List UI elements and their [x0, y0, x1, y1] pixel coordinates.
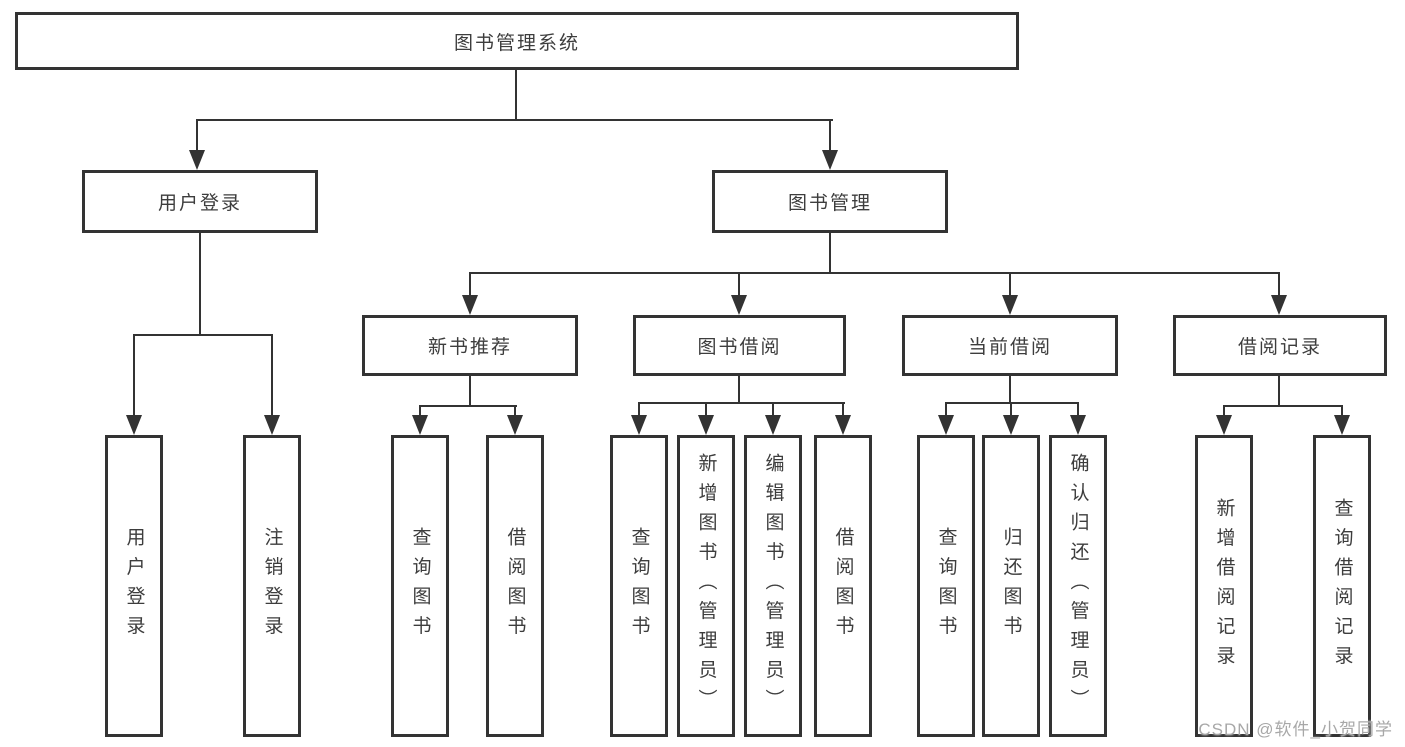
node-user-login: 用户登录 — [82, 170, 318, 233]
connector-line — [772, 402, 774, 416]
node-leaf-query-book-recommend: 查询图书 — [391, 435, 449, 737]
node-leaf-query-book-recommend-label: 查询图书 — [409, 527, 431, 645]
connector-line — [1010, 402, 1012, 416]
node-leaf-query-book-borrowing-label: 查询图书 — [628, 527, 650, 645]
connector-line — [1223, 405, 1225, 417]
connector-line — [199, 233, 201, 335]
connector-line — [133, 334, 273, 336]
arrow-down-icon — [126, 415, 142, 435]
connector-line — [945, 402, 947, 416]
connector-line — [638, 402, 845, 404]
connector-line — [133, 334, 135, 416]
node-leaf-add-book-admin: 新增图书（管理员） — [677, 435, 735, 737]
connector-line — [829, 119, 831, 151]
node-leaf-confirm-return-admin: 确认归还（管理员） — [1049, 435, 1107, 737]
node-leaf-return-book-label: 归还图书 — [1000, 527, 1022, 645]
connector-line — [1278, 376, 1280, 407]
connector-line — [469, 376, 471, 407]
connector-line — [1077, 402, 1079, 416]
node-new-book-recommend-label: 新书推荐 — [427, 337, 512, 358]
arrow-down-icon — [765, 415, 781, 435]
node-leaf-user-login: 用户登录 — [105, 435, 163, 737]
connector-line — [842, 402, 844, 416]
arrow-down-icon — [264, 415, 280, 435]
node-leaf-borrow-book-recommend: 借阅图书 — [486, 435, 544, 737]
node-root-label: 图书管理系统 — [453, 32, 580, 54]
connector-line — [514, 405, 516, 417]
node-leaf-query-borrow-record-label: 查询借阅记录 — [1331, 497, 1353, 675]
connector-line — [945, 402, 1079, 404]
arrow-down-icon — [698, 415, 714, 435]
node-leaf-query-book-borrowing: 查询图书 — [610, 435, 668, 737]
node-leaf-user-login-label: 用户登录 — [123, 527, 145, 645]
connector-line — [738, 272, 740, 297]
node-book-management-label: 图书管理 — [787, 193, 872, 214]
connector-line — [196, 119, 198, 151]
arrow-down-icon — [189, 150, 205, 170]
connector-line — [1341, 405, 1343, 417]
node-leaf-add-book-admin-label: 新增图书（管理员） — [695, 453, 717, 719]
arrow-down-icon — [1271, 295, 1287, 315]
connector-line — [419, 405, 517, 407]
connector-line — [1278, 272, 1280, 297]
connector-line — [469, 272, 1280, 274]
node-leaf-add-borrow-record: 新增借阅记录 — [1195, 435, 1253, 737]
node-book-borrowing: 图书借阅 — [633, 315, 846, 376]
node-book-borrowing-label: 图书借阅 — [697, 337, 782, 358]
arrow-down-icon — [731, 295, 747, 315]
connector-line — [469, 272, 471, 297]
node-borrow-records: 借阅记录 — [1173, 315, 1387, 376]
connector-line — [1223, 405, 1343, 407]
node-leaf-logout-label: 注销登录 — [261, 527, 283, 645]
arrow-down-icon — [1070, 415, 1086, 435]
arrow-down-icon — [938, 415, 954, 435]
node-leaf-edit-book-admin: 编辑图书（管理员） — [744, 435, 802, 737]
connector-line — [515, 70, 517, 120]
arrow-down-icon — [507, 415, 523, 435]
node-leaf-query-book-current: 查询图书 — [917, 435, 975, 737]
node-current-borrowing-label: 当前借阅 — [967, 337, 1052, 358]
arrow-down-icon — [412, 415, 428, 435]
node-leaf-add-borrow-record-label: 新增借阅记录 — [1213, 497, 1235, 675]
node-leaf-query-book-current-label: 查询图书 — [935, 527, 957, 645]
arrow-down-icon — [822, 150, 838, 170]
connector-line — [1009, 376, 1011, 404]
node-borrow-records-label: 借阅记录 — [1237, 337, 1322, 358]
node-leaf-borrow-book-borrowing-label: 借阅图书 — [832, 527, 854, 645]
arrow-down-icon — [835, 415, 851, 435]
node-user-login-label: 用户登录 — [157, 193, 242, 214]
connector-line — [738, 376, 740, 404]
arrow-down-icon — [1003, 415, 1019, 435]
node-current-borrowing: 当前借阅 — [902, 315, 1118, 376]
arrow-down-icon — [631, 415, 647, 435]
csdn-watermark: CSDN @软件_小贺同学 — [1198, 720, 1393, 739]
arrow-down-icon — [1002, 295, 1018, 315]
connector-line — [196, 119, 833, 121]
connector-line — [829, 233, 831, 273]
connector-line — [271, 334, 273, 416]
connector-line — [1009, 272, 1011, 297]
arrow-down-icon — [462, 295, 478, 315]
node-leaf-borrow-book-recommend-label: 借阅图书 — [504, 527, 526, 645]
node-leaf-logout: 注销登录 — [243, 435, 301, 737]
node-book-management: 图书管理 — [712, 170, 948, 233]
node-leaf-query-borrow-record: 查询借阅记录 — [1313, 435, 1371, 737]
arrow-down-icon — [1216, 415, 1232, 435]
node-leaf-return-book: 归还图书 — [982, 435, 1040, 737]
connector-line — [705, 402, 707, 416]
arrow-down-icon — [1334, 415, 1350, 435]
node-new-book-recommend: 新书推荐 — [362, 315, 578, 376]
node-leaf-borrow-book-borrowing: 借阅图书 — [814, 435, 872, 737]
node-leaf-edit-book-admin-label: 编辑图书（管理员） — [762, 453, 784, 719]
node-leaf-confirm-return-admin-label: 确认归还（管理员） — [1067, 453, 1089, 719]
connector-line — [419, 405, 421, 417]
connector-line — [638, 402, 640, 416]
node-root: 图书管理系统 — [15, 12, 1019, 70]
